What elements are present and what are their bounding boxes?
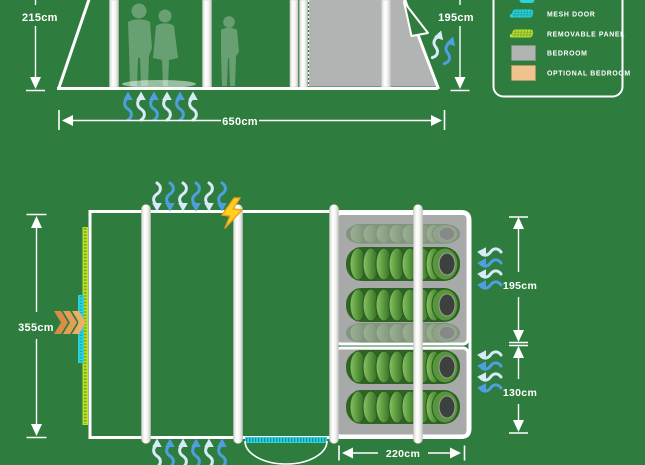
airflow-arrow-icon (163, 181, 177, 213)
airflow-arrow-icon (475, 348, 503, 362)
dimension-label: 195cm (503, 280, 537, 292)
sleeping-bags (345, 223, 461, 425)
airflow-arrow-icon (475, 278, 503, 292)
doormat (122, 80, 196, 88)
airflow-arrow-icon (173, 90, 187, 122)
person-silhouette-child (221, 16, 239, 86)
legend-row-partial (519, 0, 535, 3)
airflow-arrow-icon (475, 370, 503, 384)
dimension-depth: 355cm (18, 213, 54, 439)
legend-row-mesh-door: MESH DOOR (509, 9, 595, 19)
bedroom-swatch (511, 45, 536, 61)
sleeping-bag (345, 349, 461, 385)
airflow-arrow-icon (186, 90, 200, 122)
legend-row-optional-bedroom: OPTIONAL BEDROOM (511, 65, 631, 81)
legend-label: MESH DOOR (547, 12, 595, 19)
pole (141, 204, 151, 444)
people-silhouettes (128, 3, 239, 86)
legend-label: OPTIONAL BEDROOM (547, 71, 631, 78)
airflow-arrow-icon (150, 181, 164, 213)
side-view-airflow-arrows (121, 90, 200, 122)
person-silhouette-adult-male (128, 3, 152, 86)
airflow-arrow-icon (215, 181, 229, 213)
right-airflow-arrows-bottom (475, 348, 503, 395)
person-silhouette-adult-female (153, 9, 178, 86)
mesh-door-icon (509, 9, 534, 18)
airflow-arrow-icon (160, 90, 174, 122)
airflow-arrow-icon (134, 90, 148, 122)
pole (109, 0, 119, 88)
optional-bedroom-swatch (511, 65, 536, 81)
dimension-bedroom-width: 220cm (338, 445, 466, 461)
dimension-label: 215cm (22, 12, 58, 24)
legend: MESH DOOR REMOVABLE PANEL BEDROOM OPTION… (492, 0, 631, 98)
side-view: 215cm 195cm 650cm (22, 0, 474, 130)
floor-plan: 355cm 195cm 130cm (18, 181, 537, 465)
dimension-bedroom-depth: 195cm (503, 216, 537, 344)
airflow-arrow-icon (475, 256, 503, 270)
removable-panel-strip (82, 227, 88, 425)
dimension-height-right: 195cm (438, 0, 474, 92)
bottom-airflow-arrows (150, 437, 229, 465)
airflow-arrow-icon (121, 90, 135, 122)
airflow-arrow-icon (189, 181, 203, 213)
dimension-label: 650cm (222, 116, 258, 128)
dimension-label: 355cm (18, 322, 54, 334)
airflow-arrow-icon (475, 267, 503, 281)
legend-row-bedroom: BEDROOM (511, 45, 588, 61)
airflow-arrow-icon (475, 381, 503, 395)
sleeping-bag (345, 287, 461, 323)
airflow-arrow-icon (176, 437, 190, 465)
pole (329, 204, 339, 444)
legend-row-removable-panel: REMOVABLE PANEL (509, 29, 625, 39)
top-airflow-arrows (150, 181, 229, 213)
dimension-label: 195cm (438, 12, 474, 24)
sleeping-bag (345, 246, 461, 282)
power-inlet-icon (221, 197, 243, 229)
vent-flap (403, 1, 429, 37)
pole (413, 204, 423, 444)
removable-panel-icon (509, 29, 534, 38)
dimension-height-left: 215cm (22, 0, 58, 92)
sleeping-bag-ghost (345, 223, 461, 245)
pole (299, 0, 308, 88)
airflow-arrow-icon (202, 181, 216, 213)
airflow-arrow-icon (163, 437, 177, 465)
right-airflow-arrows-top (475, 245, 503, 292)
side-view-bedroom-area (309, 0, 438, 87)
airflow-arrow-icon (176, 181, 190, 213)
dimension-label: 130cm (503, 387, 537, 399)
legend-label: REMOVABLE PANEL (547, 32, 625, 39)
airflow-arrow-icon (475, 245, 503, 259)
sleeping-bag-ghost (345, 322, 461, 344)
dimension-label: 220cm (386, 448, 420, 460)
airflow-arrow-icon (189, 437, 203, 465)
dimension-width: 650cm (58, 110, 446, 130)
pole (289, 0, 299, 88)
airflow-arrow-icon (475, 359, 503, 373)
pole (202, 0, 212, 88)
airflow-arrow-icon (215, 437, 229, 465)
pole (233, 204, 243, 444)
floor-plan-poles (141, 204, 423, 444)
legend-label: BEDROOM (547, 51, 588, 58)
vent-airflow-arrows (426, 27, 460, 67)
sleeping-bag (345, 389, 461, 425)
pole (381, 0, 391, 88)
airflow-arrow-icon (147, 90, 161, 122)
airflow-arrow-icon (426, 27, 448, 61)
airflow-arrow-icon (202, 437, 216, 465)
door-swing-arc (244, 440, 328, 465)
legend-box (492, 0, 624, 98)
dimension-optional-bedroom-depth: 130cm (503, 344, 537, 434)
door-icon (519, 0, 535, 3)
airflow-arrow-icon (150, 437, 164, 465)
